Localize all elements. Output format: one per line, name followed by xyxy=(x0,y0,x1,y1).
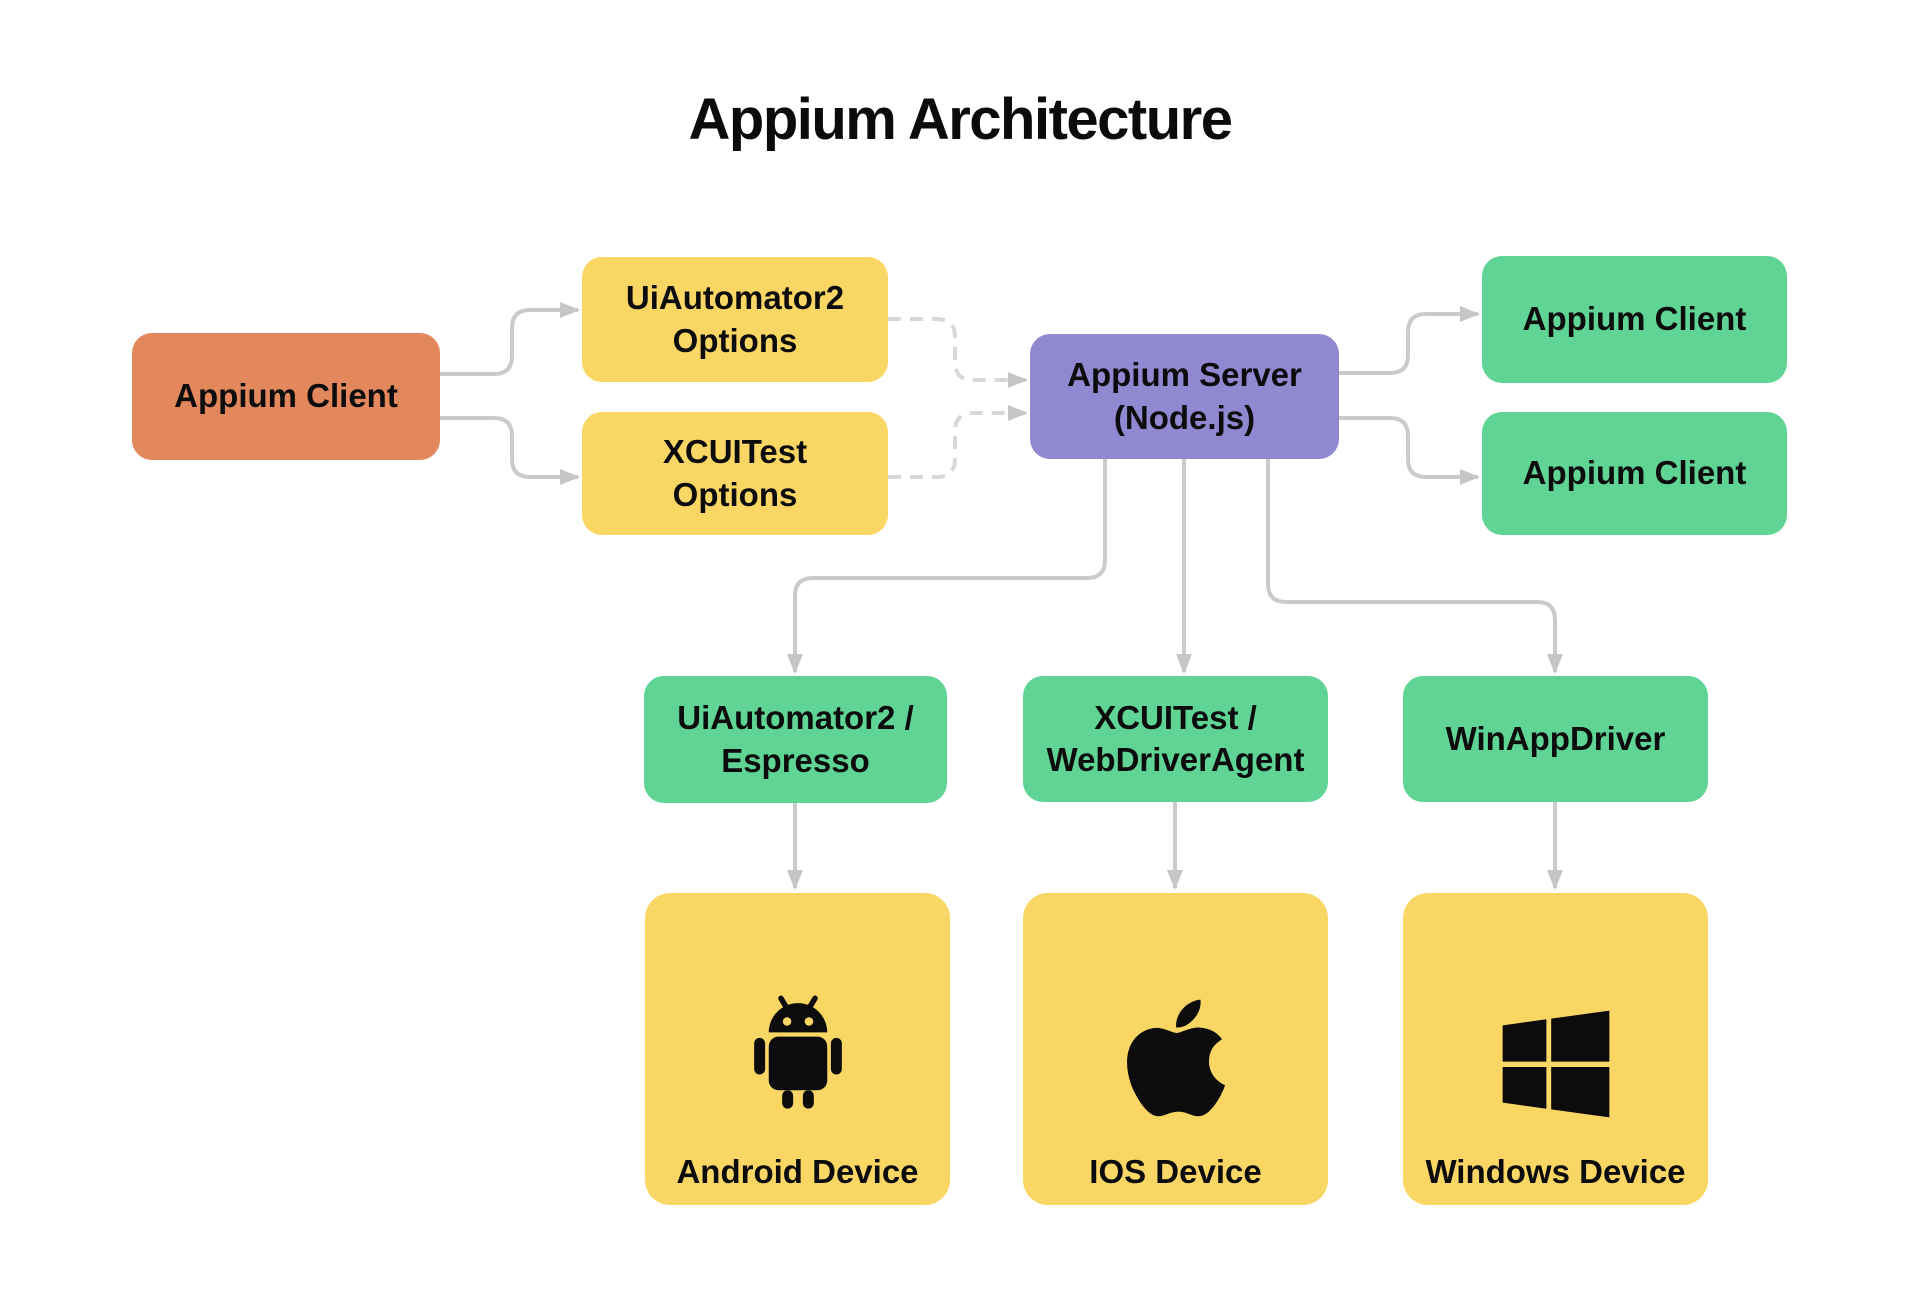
node-appium-client-right-top: Appium Client xyxy=(1482,256,1787,383)
edge-client-to-xcuitestoptions xyxy=(440,416,580,485)
android-icon xyxy=(737,949,859,1135)
edge-server-to-uia2espresso xyxy=(787,459,1107,674)
node-uiautomator2-options: UiAutomator2 Options xyxy=(582,257,888,382)
node-xcuitest-webdriveragent: XCUITest / WebDriverAgent xyxy=(1023,676,1328,802)
node-label: XCUITest / WebDriverAgent xyxy=(1046,698,1305,778)
edge-uia2options-to-server xyxy=(888,317,1028,388)
node-label: Appium Client xyxy=(174,377,398,415)
node-appium-client-left: Appium Client xyxy=(132,333,440,460)
diagram-title: Appium Architecture xyxy=(688,87,1233,152)
edge-server-to-client-top xyxy=(1339,306,1480,375)
node-label: Appium Client xyxy=(1522,300,1747,338)
node-xcuitest-options: XCUITest Options xyxy=(582,412,888,535)
node-uiautomator2-espresso: UiAutomator2 / Espresso xyxy=(644,676,947,803)
node-label: XCUITest Options xyxy=(662,433,808,513)
node-label: Appium Server (Node.js) xyxy=(1067,356,1302,436)
edge-xcuitestoptions-to-server xyxy=(888,405,1028,479)
edge-server-to-winappdriver xyxy=(1266,459,1563,674)
node-label: IOS Device xyxy=(1089,1153,1262,1191)
node-label: Android Device xyxy=(676,1153,919,1191)
node-appium-server: Appium Server (Node.js) xyxy=(1030,334,1339,459)
edge-client-to-uia2options xyxy=(440,302,580,376)
node-label: UiAutomator2 Options xyxy=(625,279,845,359)
node-label: Windows Device xyxy=(1425,1153,1686,1191)
node-label: WinAppDriver xyxy=(1445,719,1666,757)
node-appium-client-right-bottom: Appium Client xyxy=(1482,412,1787,535)
apple-icon xyxy=(1126,949,1226,1135)
edge-server-to-client-bottom xyxy=(1339,416,1480,485)
node-winappdriver: WinAppDriver xyxy=(1403,676,1708,802)
windows-icon xyxy=(1500,949,1612,1135)
node-windows-device: Windows Device xyxy=(1403,893,1708,1205)
node-label: Appium Client xyxy=(1522,454,1747,492)
node-android-device: Android Device xyxy=(645,893,950,1205)
node-ios-device: IOS Device xyxy=(1023,893,1328,1205)
node-label: UiAutomator2 / Espresso xyxy=(677,699,914,779)
